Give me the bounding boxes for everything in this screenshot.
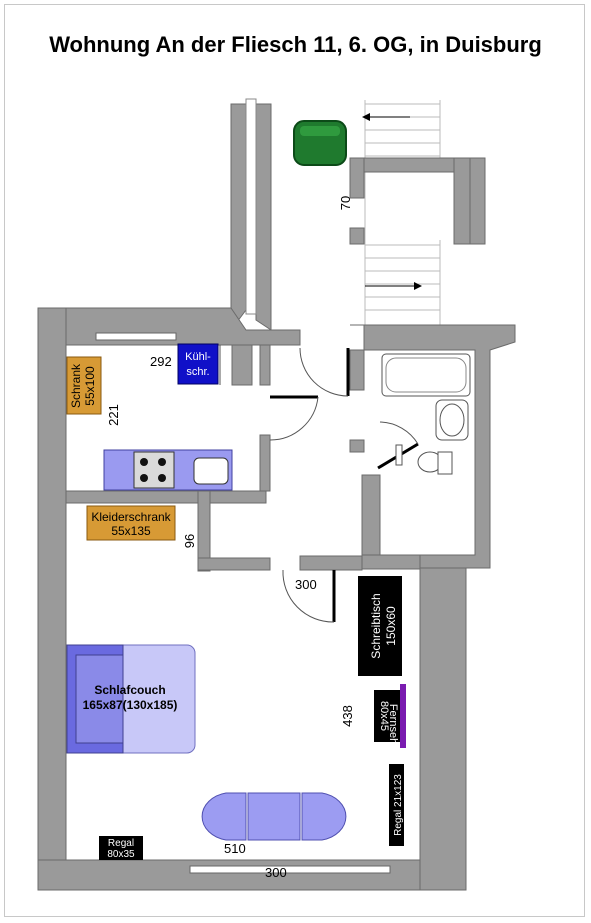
dim-300-door: 300 (295, 577, 317, 592)
fernseher: Fernseh 80x45 (374, 684, 406, 748)
schreibtisch-label: Schreibtisch (369, 593, 383, 658)
kleiderschrank: Kleiderschrank 55x135 (86, 505, 176, 541)
dim-96: 96 (182, 534, 197, 548)
regal-right: Regal 21x123 (389, 764, 404, 846)
schlafcouch-size: 165x87(130x185) (83, 698, 178, 712)
kuehlschrank-label-2: schr. (186, 366, 209, 378)
regal-right-label: Regal 21x123 (393, 774, 404, 836)
stairwell (362, 100, 441, 325)
kleiderschrank-label: Kleiderschrank (91, 510, 171, 524)
schrank-label: Schrank (69, 363, 83, 408)
kuehlschrank: Kühl- schr. (177, 343, 219, 385)
dim-438: 438 (340, 705, 355, 727)
kleiderschrank-size: 55x135 (111, 524, 151, 538)
schlafcouch: Schlafcouch 165x87(130x185) (66, 644, 196, 754)
schrank: Schrank 55x100 (66, 356, 102, 415)
schreibtisch-size: 150x60 (384, 606, 398, 646)
kitchen-counter (103, 449, 233, 491)
dim-510: 510 (224, 841, 246, 856)
regal-left-label: Regal (108, 838, 134, 849)
shaft (230, 98, 272, 332)
dining-table (201, 792, 347, 841)
dim-292: 292 (150, 354, 172, 369)
fernseh-label: Fernseh (387, 704, 399, 744)
plant-highlight (300, 126, 340, 136)
dim-221: 221 (106, 404, 121, 426)
stair-walls (349, 157, 486, 245)
schrank-size: 55x100 (83, 366, 97, 406)
schreibtisch: Schreibtisch 150x60 (358, 576, 402, 676)
apartment-walls (37, 307, 516, 891)
kuehlschrank-label-1: Kühl- (185, 351, 211, 363)
dim-300-bottom: 300 (265, 865, 287, 880)
bathroom-fixtures (381, 353, 471, 475)
fernseh-size: 80x45 (378, 701, 390, 731)
page-title: Wohnung An der Fliesch 11, 6. OG, in Dui… (49, 32, 542, 57)
regal-left-size: 80x35 (107, 849, 135, 860)
image-frame (4, 4, 585, 917)
schlafcouch-label: Schlafcouch (94, 683, 165, 697)
dim-70: 70 (338, 196, 353, 210)
dimension-labels: 292 221 96 300 438 510 300 70 (106, 196, 355, 880)
regal-left: Regal 80x35 (99, 836, 143, 860)
